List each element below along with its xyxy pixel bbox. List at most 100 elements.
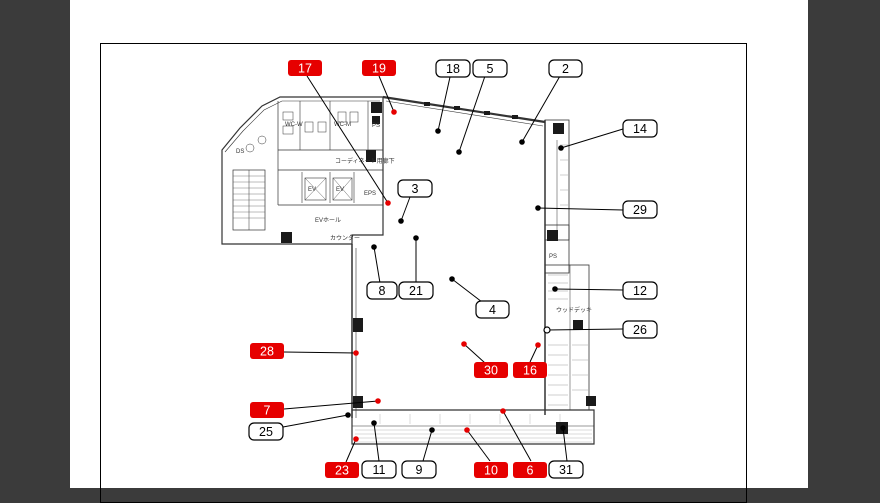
point-29: [535, 205, 541, 211]
leader-2: [521, 75, 561, 143]
svg-text:18: 18: [446, 62, 460, 76]
svg-text:17: 17: [298, 62, 312, 76]
marker-11: 11: [361, 460, 397, 479]
marker-28: 28: [250, 343, 284, 359]
stair-treads: [233, 175, 265, 219]
plan-labels: WC-W WC-M PS DS コーディネート用廊下 EV EV EPS EVホ…: [236, 122, 592, 314]
points: [345, 109, 566, 442]
svg-text:16: 16: [523, 364, 537, 378]
label-ev-2: EV: [336, 187, 344, 193]
point-8: [371, 244, 377, 250]
svg-text:26: 26: [633, 323, 647, 337]
label-wood-deck: ウッドデッキ: [556, 306, 592, 314]
leader-26: [546, 328, 624, 331]
svg-text:3: 3: [412, 182, 419, 196]
document-page: [70, 0, 808, 488]
point-7: [375, 398, 381, 404]
point-30: [461, 341, 467, 347]
leader-25: [282, 414, 349, 428]
label-wc-w: WC-W: [285, 122, 303, 128]
leader-4: [451, 278, 483, 303]
leader-11: [373, 422, 380, 462]
svg-text:10: 10: [484, 464, 498, 478]
leader-9: [422, 429, 433, 462]
point-3: [398, 218, 404, 224]
leader-31: [562, 427, 568, 462]
svg-text:8: 8: [379, 284, 386, 298]
label-corridor: コーディネート用廊下: [335, 157, 395, 165]
svg-text:9: 9: [416, 463, 423, 477]
marker-26: 26: [622, 320, 658, 339]
leader-16: [529, 344, 539, 363]
point-12: [552, 286, 558, 292]
svg-text:28: 28: [260, 345, 274, 359]
floor-plan: WC-W WC-M PS DS コーディネート用廊下 EV EV EPS EVホ…: [221, 59, 658, 479]
marker-9: 9: [401, 460, 437, 479]
label-counter: カウンター: [330, 234, 360, 242]
point-10: [464, 427, 470, 433]
marker-7: 7: [250, 402, 284, 418]
point-9: [429, 427, 435, 433]
marker-21: 21: [398, 281, 434, 300]
label-wc-m: WC-M: [334, 122, 351, 128]
label-eps: EPS: [364, 191, 376, 197]
marker-10: 10: [474, 462, 508, 478]
point-5: [456, 149, 462, 155]
svg-text:2: 2: [562, 62, 569, 76]
point-25: [345, 412, 351, 418]
leader-12: [554, 288, 624, 291]
plan-walls: [221, 96, 384, 245]
point-4: [449, 276, 455, 282]
label-ev-1: EV: [308, 187, 316, 193]
point-2: [519, 139, 525, 145]
label-ps-right: PS: [549, 254, 557, 260]
point-23: [353, 436, 359, 442]
svg-text:12: 12: [633, 284, 647, 298]
svg-text:7: 7: [264, 404, 271, 418]
leader-6: [502, 410, 532, 462]
marker-19: 19: [362, 60, 396, 76]
point-11: [371, 420, 377, 426]
point-26: [543, 326, 551, 334]
label-ev-hall: EVホール: [315, 217, 341, 224]
label-boxes: 17 19 18 5 2 14 3 29: [248, 59, 658, 479]
svg-text:4: 4: [489, 303, 496, 317]
marker-6: 6: [513, 462, 547, 478]
marker-12: 12: [622, 281, 658, 300]
svg-text:11: 11: [373, 463, 386, 477]
leader-30: [463, 343, 486, 364]
marker-25: 25: [248, 422, 284, 441]
deck-hatching: [548, 144, 588, 406]
marker-2: 2: [548, 59, 583, 78]
point-19: [391, 109, 397, 115]
svg-text:31: 31: [559, 463, 573, 477]
point-16: [535, 342, 541, 348]
leader-14: [560, 128, 624, 149]
leader-28: [283, 351, 357, 354]
leader-19: [378, 75, 395, 113]
marker-17: 17: [288, 60, 322, 76]
label-ps: PS: [372, 123, 380, 129]
svg-text:6: 6: [527, 464, 534, 478]
leader-17: [306, 75, 389, 204]
marker-30: 30: [474, 362, 508, 378]
label-ds: DS: [236, 149, 244, 155]
leader-5: [458, 75, 486, 153]
svg-text:25: 25: [259, 425, 273, 439]
marker-4: 4: [475, 300, 510, 319]
point-28: [353, 350, 359, 356]
leader-7: [283, 400, 379, 410]
svg-text:23: 23: [335, 464, 349, 478]
leader-3: [400, 196, 411, 222]
marker-5: 5: [472, 59, 508, 78]
point-18: [435, 128, 441, 134]
columns: [281, 102, 596, 434]
marker-3: 3: [397, 179, 433, 198]
leader-8: [373, 246, 381, 284]
svg-text:29: 29: [633, 203, 647, 217]
leader-29: [537, 207, 624, 211]
marker-23: 23: [325, 462, 359, 478]
marker-31: 31: [548, 460, 584, 479]
marker-29: 29: [622, 200, 658, 219]
marker-16: 16: [513, 362, 547, 378]
